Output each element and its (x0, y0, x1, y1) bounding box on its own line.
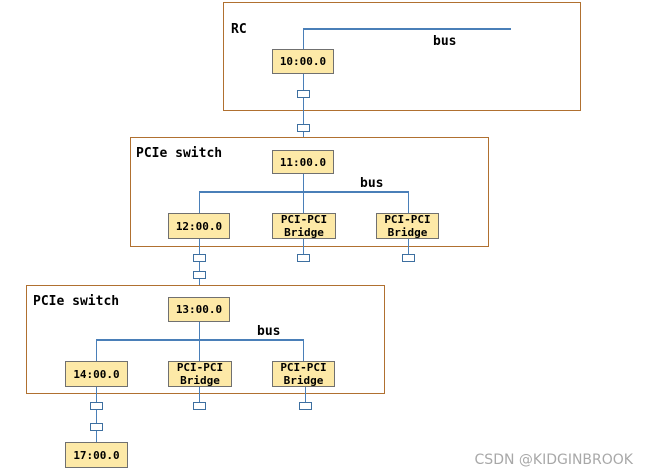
link-switch1-switch2 (199, 239, 200, 297)
switch2-port-2 (193, 402, 206, 410)
switch2-bus-label: bus (257, 324, 281, 339)
switch1-port-2 (297, 254, 310, 262)
switch2-port-1 (90, 402, 103, 410)
switch1-downstream-node-2: PCI-PCI Bridge (272, 213, 336, 239)
switch2-title: PCIe switch (33, 294, 120, 309)
link-rc-switch1 (303, 74, 304, 150)
rc-root-port-node: 10:00.0 (272, 49, 334, 74)
switch2-port-3 (299, 402, 312, 410)
switch1-port-3 (402, 254, 415, 262)
switch1-bus-label: bus (360, 176, 384, 191)
rc-bus-label: bus (433, 34, 457, 49)
switch1-port-stub-3 (408, 239, 409, 255)
switch1-upstream-port (297, 124, 310, 132)
switch1-branch-1 (199, 192, 200, 213)
rc-title: RC (231, 22, 247, 37)
watermark: CSDN @KIDGINBROOK (474, 452, 633, 468)
endpoint-node: 17:00.0 (65, 442, 128, 468)
switch2-bus-line (96, 339, 304, 341)
rc-downstream-port (297, 90, 310, 98)
switch2-port-stub-3 (305, 387, 306, 403)
switch1-branch-2 (303, 192, 304, 213)
switch1-port-stub-2 (303, 239, 304, 255)
endpoint-upstream-port (90, 423, 103, 431)
switch2-up-drop (199, 322, 200, 340)
switch1-branch-3 (408, 192, 409, 213)
switch2-downstream-node-3: PCI-PCI Bridge (272, 361, 335, 387)
switch2-port-stub-2 (199, 387, 200, 403)
rc-bus-line (303, 28, 511, 30)
switch1-bus-line (199, 191, 409, 193)
switch2-branch-3 (303, 340, 304, 361)
link-switch2-endpoint (96, 387, 97, 442)
switch2-downstream-node-1: 14:00.0 (65, 361, 128, 387)
switch2-upstream-port (193, 271, 206, 279)
switch1-title: PCIe switch (136, 146, 223, 161)
switch2-upstream-node: 13:00.0 (168, 297, 230, 322)
switch2-branch-1 (96, 340, 97, 361)
switch1-downstream-node-1: 12:00.0 (168, 213, 230, 239)
switch1-upstream-node: 11:00.0 (272, 150, 334, 174)
switch1-downstream-node-3: PCI-PCI Bridge (376, 213, 439, 239)
switch1-port-1 (193, 254, 206, 262)
switch1-up-drop (303, 174, 304, 192)
switch2-downstream-node-2: PCI-PCI Bridge (168, 361, 232, 387)
rc-bus-drop (303, 29, 304, 49)
switch2-branch-2 (199, 340, 200, 361)
